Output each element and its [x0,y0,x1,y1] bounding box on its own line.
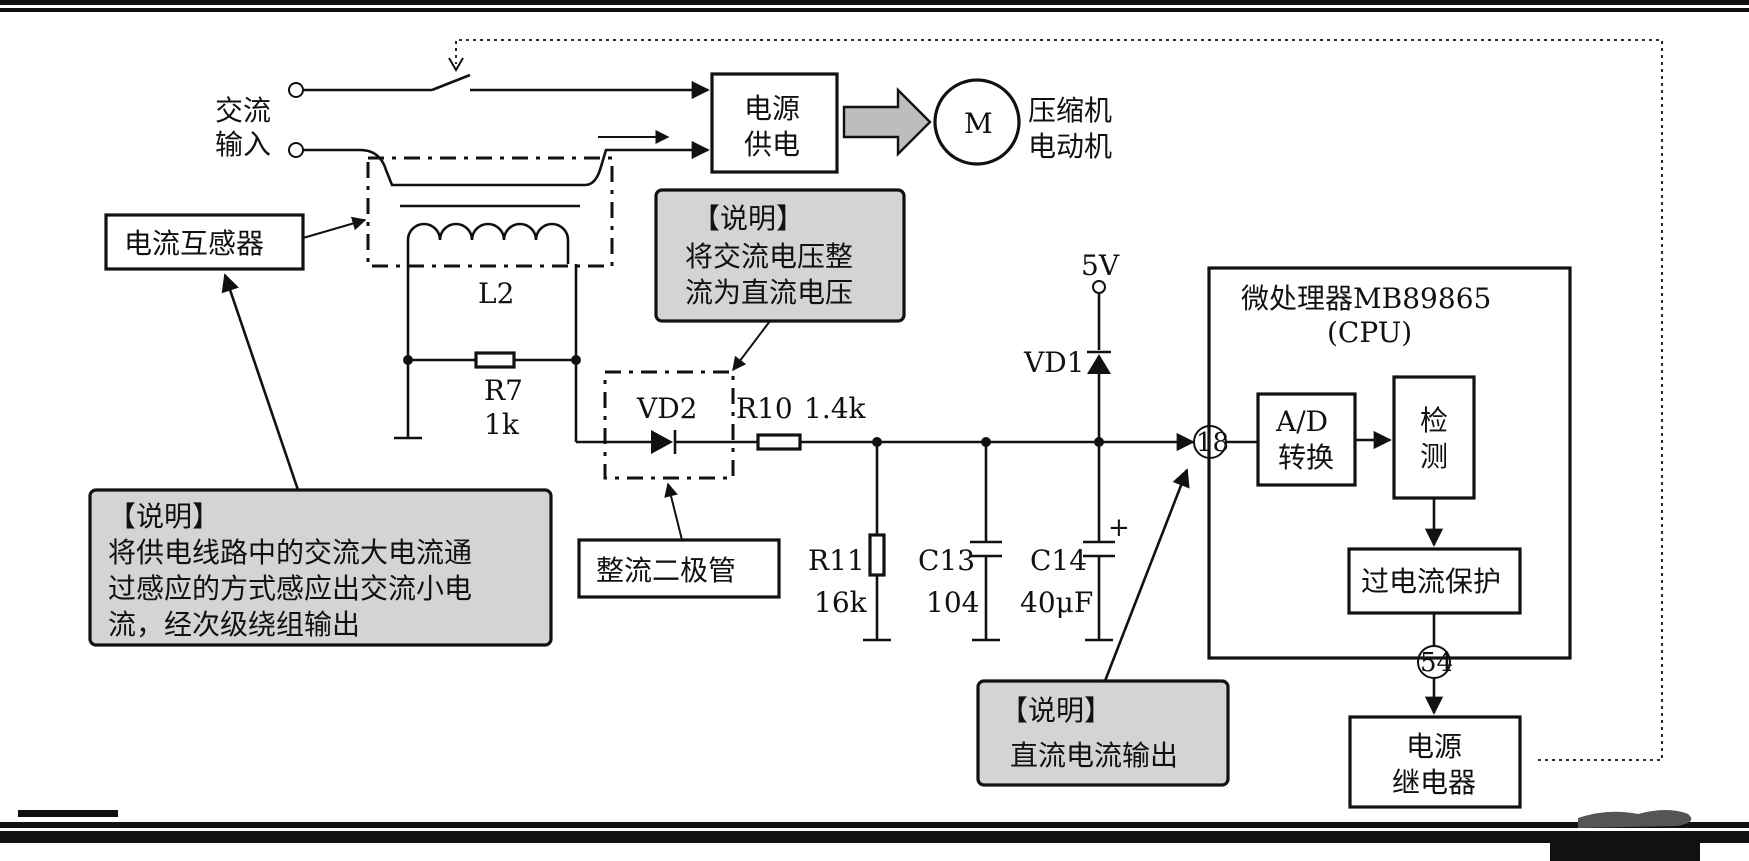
vd2-name: VD2 [636,392,697,425]
detect-label-2: 测 [1420,440,1448,473]
vd1-name: VD1 [1023,346,1084,379]
resistor-r7 [474,351,516,369]
rectifier-diode-label-block: 整流二极管 [577,482,781,599]
cpu-pin-54-label: 54 [1420,648,1453,678]
cpu-pin-18-label: 18 [1196,428,1229,458]
c14-polarity: + [1108,513,1130,543]
motor-letter: M [964,107,993,140]
c13-value: 104 [926,586,979,619]
transformer-coil [406,222,570,264]
power-supply-label-2: 供电 [744,128,800,161]
ac-terminal-bottom [288,142,304,158]
capacitor-c13-branch: C13 104 [918,437,1002,642]
note-ct-line-1: 将供电线路中的交流大电流通 [108,536,472,569]
power-relay-block: 电源 继电器 [1348,715,1522,809]
cpu-subtitle: (CPU) [1327,316,1412,349]
r11-name: R11 [808,544,865,577]
c14-name: C14 [1030,544,1087,577]
note-rectify-title: 【说明】 [692,202,804,235]
r7-value: 1k [484,408,520,441]
supply-terminal [1092,280,1106,294]
motor-label-2: 电动机 [1028,130,1112,163]
ad-label-2: 转换 [1278,441,1334,474]
rectifier-diode-label: 整流二极管 [596,554,736,587]
capacitor-c14-branch: + C14 40μF [1020,437,1130,642]
r10-name: R10 [736,392,793,425]
motor-symbol [933,78,1021,166]
ac-input-label-2: 输入 [215,128,271,161]
ac-input: 交流 输入 [215,73,710,187]
current-transformer: L2 [366,156,614,310]
note-dc-title: 【说明】 [1000,694,1112,727]
note-current-transformer: 【说明】 将供电线路中的交流大电流通 过感应的方式感应出交流小电 流，经次级绕组… [88,273,553,647]
note-rectify: 【说明】 将交流电压整 流为直流电压 [654,188,906,372]
note-rectify-line-1: 将交流电压整 [685,240,853,273]
ac-terminal-top [288,82,304,98]
current-transformer-label-block: 电流互感器 [104,213,367,271]
r7-name: R7 [484,374,523,407]
r10-value: 1.4k [804,392,867,425]
coil-label: L2 [478,277,514,310]
note-dc-line-1: 直流电流输出 [1010,739,1178,772]
current-transformer-label: 电流互感器 [124,227,264,260]
diode-vd1: 5V VD1 [1023,249,1120,442]
c14-value: 40μF [1020,586,1093,619]
resistor-r11 [868,533,886,577]
ac-input-label-1: 交流 [215,94,271,127]
resistor-r11-branch: R11 16k [808,437,891,642]
secondary-circuit: R7 1k [394,264,651,444]
detect-label-1: 检 [1420,404,1448,437]
overcurrent-label: 过电流保护 [1361,565,1501,598]
note-dc-output: 【说明】 直流电流输出 [976,468,1230,787]
r11-value: 16k [814,586,868,619]
note-rectify-line-2: 流为直流电压 [685,276,853,309]
cpu-block: 微处理器MB89865 (CPU) 18 A/D 转换 检 测 过电流保护 54 [1193,266,1572,715]
relay-label-2: 继电器 [1392,766,1476,799]
power-flow-arrow [842,87,932,157]
note-ct-line-3: 流，经次级绕组输出 [108,608,360,641]
c13-name: C13 [918,544,975,577]
motor-label-1: 压缩机 [1028,94,1112,127]
power-supply-block: 电源 供电 [710,72,839,174]
rectifier-diode-vd2: VD2 R10 1.4k [603,370,1195,480]
motor: M 压缩机 电动机 [933,78,1112,166]
note-ct-line-2: 过感应的方式感应出交流小电 [108,572,472,605]
resistor-r10 [756,433,802,451]
relay-feedback-line [448,39,1663,761]
power-supply-label-1: 电源 [744,92,800,125]
ad-label-1: A/D [1275,405,1328,438]
cpu-title: 微处理器MB89865 [1241,282,1491,315]
supply-label: 5V [1081,249,1120,282]
relay-label-1: 电源 [1406,730,1462,763]
note-ct-title: 【说明】 [108,500,220,533]
